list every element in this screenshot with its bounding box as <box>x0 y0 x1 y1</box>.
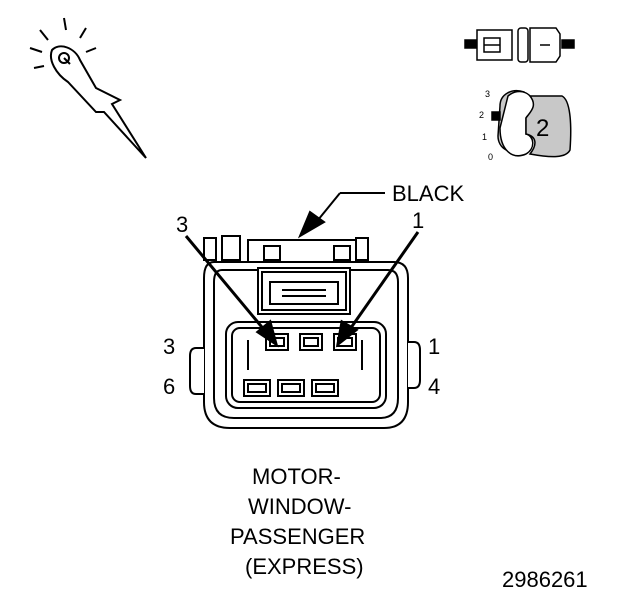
pin-callout-leaders <box>184 231 420 348</box>
caption-line-2: WINDOW- <box>248 494 352 519</box>
pin-label-3: 3 <box>163 334 176 359</box>
caption-line-1: MOTOR- <box>252 464 341 489</box>
connector-mated-icon <box>464 27 575 63</box>
caption-line-3: PASSENGER <box>230 524 366 549</box>
figure-number: 2986261 <box>502 567 588 592</box>
callout-pin-1: 1 <box>412 208 425 233</box>
pin-label-6: 6 <box>163 374 176 399</box>
pin-label-4: 4 <box>428 374 441 399</box>
test-probe-icon <box>29 17 147 159</box>
dial-mark-0: 0 <box>488 152 494 162</box>
connector-color-label: BLACK <box>392 181 465 206</box>
pin-label-1: 1 <box>428 334 441 359</box>
color-callout-arrow <box>297 192 385 239</box>
dial-mark-1: 1 <box>482 132 488 142</box>
caption-line-4: (EXPRESS) <box>245 554 364 579</box>
dial-mark-2: 2 <box>479 110 485 120</box>
position-dial-icon <box>491 90 572 158</box>
dial-mark-3: 3 <box>485 89 491 99</box>
pin-slots-bottom <box>243 379 339 397</box>
connector-body <box>189 235 421 429</box>
dial-selected-position: 2 <box>536 115 550 142</box>
callout-pin-3: 3 <box>176 212 189 237</box>
